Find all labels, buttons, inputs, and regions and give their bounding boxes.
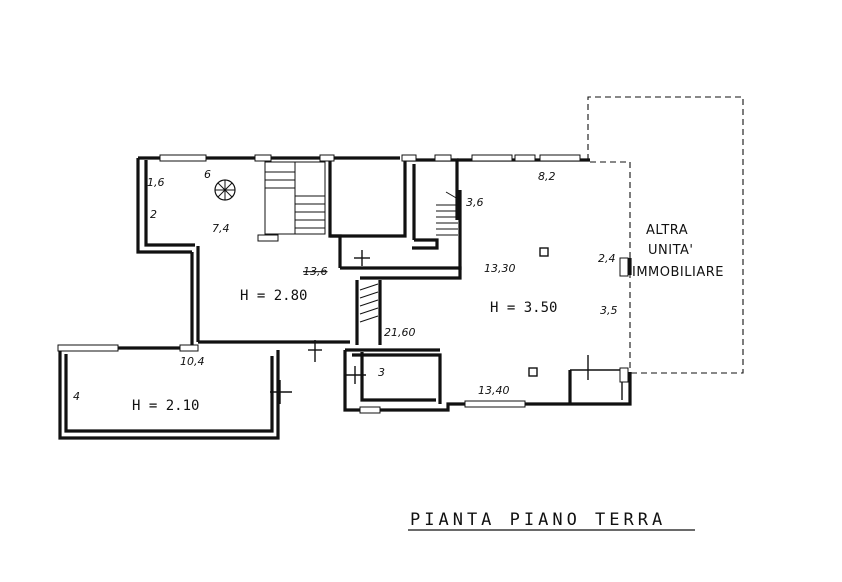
dim-bottom-left-side: 4 bbox=[73, 390, 80, 403]
dim-right-area-a: 13,30 bbox=[484, 262, 516, 275]
dim-bottom-left: 10,4 bbox=[180, 355, 205, 368]
windows bbox=[57, 154, 629, 414]
stairs-top bbox=[264, 161, 326, 235]
dim-middle-long: 21,60 bbox=[384, 326, 416, 339]
exterior-walls bbox=[58, 156, 632, 440]
dim-stair-right: 3,6 bbox=[466, 196, 484, 209]
pillars bbox=[528, 247, 549, 377]
dim-bottom-right: 13,40 bbox=[478, 384, 510, 397]
dim-top-left-a: 1,6 bbox=[147, 176, 165, 189]
dim-top-right: 8,2 bbox=[538, 170, 556, 183]
stairs-middle bbox=[359, 283, 379, 323]
dim-right-side-b: 3,5 bbox=[600, 304, 618, 317]
height-center: H = 2.80 bbox=[240, 288, 307, 304]
spiral-staircase-icon bbox=[214, 179, 236, 201]
stairs-right bbox=[436, 191, 459, 236]
section-marks bbox=[270, 250, 589, 404]
dim-right-side-a: 2,4 bbox=[598, 252, 616, 265]
height-left: H = 2.10 bbox=[132, 398, 199, 414]
adjacent-unit-line1: ALTRA bbox=[646, 223, 688, 238]
dim-top-left-b: 6 bbox=[204, 168, 211, 181]
plan-title: PIANTA PIANO TERRA bbox=[410, 510, 666, 530]
dim-top-left-d: 7,4 bbox=[212, 222, 230, 235]
adjacent-unit-line3: IMMOBILIARE bbox=[632, 265, 724, 280]
dim-top-left-c: 2 bbox=[150, 208, 157, 221]
adjacent-unit-line2: UNITA' bbox=[648, 243, 693, 258]
dim-center-area: 13,6 bbox=[303, 265, 328, 278]
dim-small-room: 3 bbox=[378, 366, 385, 379]
height-right: H = 3.50 bbox=[490, 300, 557, 316]
